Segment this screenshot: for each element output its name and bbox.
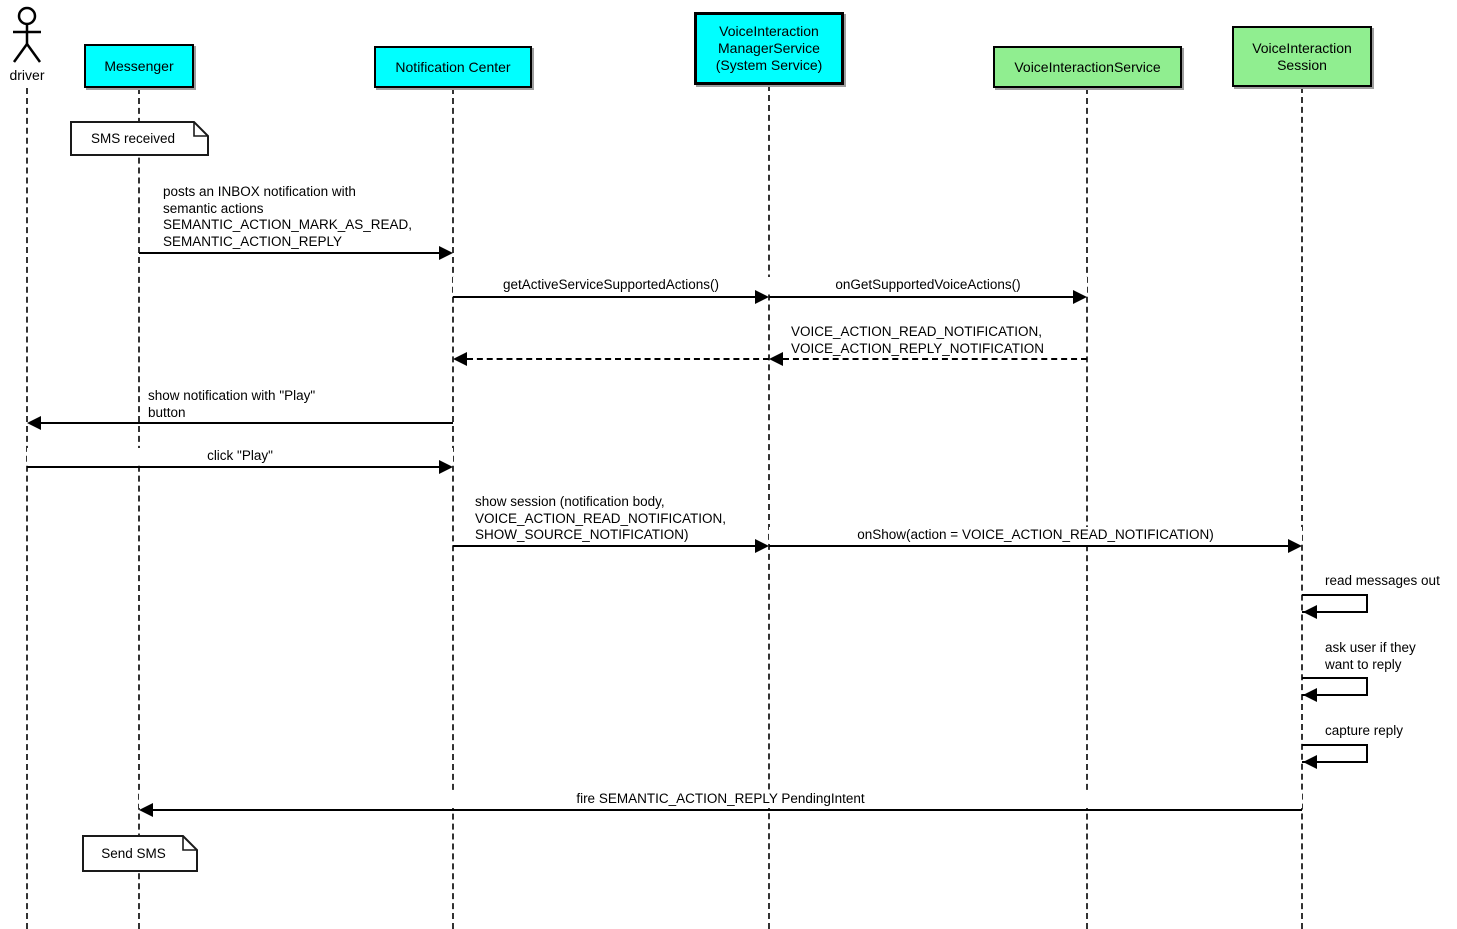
message-label: click "Play" (27, 448, 453, 465)
message-line (41, 422, 453, 424)
message-label: onShow(action = VOICE_ACTION_READ_NOTIFI… (769, 527, 1302, 544)
arrowhead-left (139, 803, 153, 817)
message-line (769, 296, 1075, 298)
message-line (153, 809, 1302, 811)
actor-label-driver: driver (9, 67, 45, 83)
message-label: onGetSupportedVoiceActions() (769, 277, 1087, 294)
participant-voice-interaction-manager-service: VoiceInteraction ManagerService (System … (694, 12, 844, 85)
lifeline-voice-interaction-session (1301, 87, 1303, 929)
arrowhead-left (1303, 755, 1317, 769)
message-label: VOICE_ACTION_READ_NOTIFICATION, VOICE_AC… (791, 324, 1045, 357)
arrowhead-left (769, 352, 783, 366)
arrowhead-left (453, 352, 467, 366)
message-label: show notification with "Play" button (148, 388, 316, 421)
message-line (453, 545, 757, 547)
note-text: SMS received (90, 131, 176, 146)
message-line (769, 545, 1288, 547)
participant-voice-interaction-session: VoiceInteraction Session (1232, 26, 1372, 87)
participant-notification-center: Notification Center (374, 46, 532, 88)
arrowhead-left (27, 416, 41, 430)
lifeline-messenger (138, 88, 140, 929)
message-label: show session (notification body, VOICE_A… (475, 494, 727, 544)
lifeline-driver (26, 88, 28, 929)
lifeline-notification-center (452, 88, 454, 929)
message-line (453, 296, 757, 298)
message-line-dashed (467, 358, 769, 360)
self-message-loop (1302, 677, 1368, 696)
arrowhead-right (1288, 539, 1302, 553)
message-label: read messages out (1325, 573, 1440, 590)
note-text: Send SMS (101, 846, 166, 861)
message-line (139, 252, 441, 254)
arrowhead-right (1073, 290, 1087, 304)
note-send-sms: Send SMS (82, 835, 198, 872)
message-line (27, 466, 441, 468)
lifeline-voice-interaction-manager-service (768, 85, 770, 929)
message-label: getActiveServiceSupportedActions() (453, 277, 769, 294)
message-label: ask user if they want to reply (1325, 640, 1416, 673)
arrowhead-right (439, 460, 453, 474)
participant-voice-interaction-service: VoiceInteractionService (993, 46, 1182, 88)
lifeline-voice-interaction-service (1086, 88, 1088, 929)
message-label: capture reply (1325, 723, 1404, 740)
message-line-dashed (783, 358, 1087, 360)
self-message-loop (1302, 744, 1368, 763)
arrowhead-right (439, 246, 453, 260)
note-sms-received: SMS received (70, 121, 209, 156)
participant-messenger: Messenger (84, 44, 194, 88)
arrowhead-left (1303, 688, 1317, 702)
message-label: fire SEMANTIC_ACTION_REPLY PendingIntent (139, 791, 1302, 808)
message-label: posts an INBOX notification with semanti… (163, 184, 413, 250)
actor-icon (12, 6, 42, 63)
arrowhead-left (1303, 605, 1317, 619)
arrowhead-right (755, 290, 769, 304)
arrowhead-right (755, 539, 769, 553)
self-message-loop (1302, 594, 1368, 613)
